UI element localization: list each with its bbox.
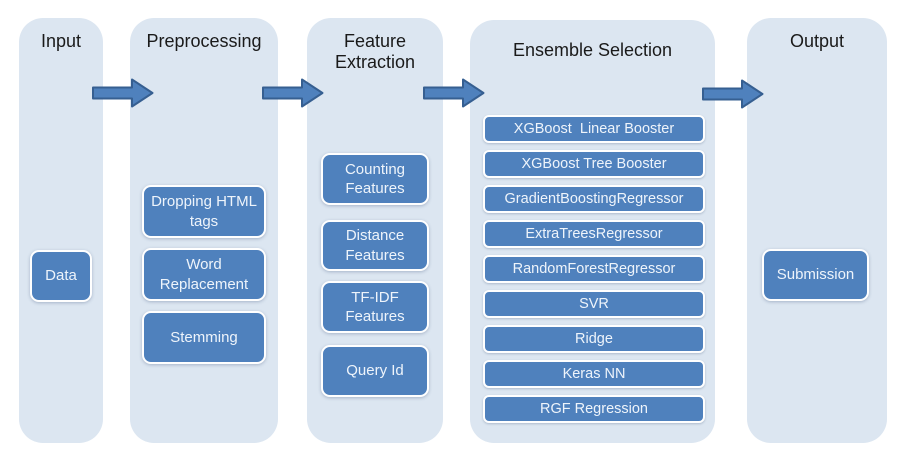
node-random-forest-regressor: RandomForestRegressor [483, 255, 705, 283]
panel-title-ensemble-selection: Ensemble Selection [512, 40, 673, 60]
panel-feature-extraction: Feature Extraction Counting Features Dis… [307, 18, 443, 443]
node-rgf-regression: RGF Regression [483, 395, 705, 423]
node-gradient-boosting-regressor: GradientBoostingRegressor [483, 185, 705, 213]
panel-output: Output Submission [747, 18, 887, 443]
node-svr: SVR [483, 290, 705, 318]
node-distance-features: Distance Features [321, 220, 429, 271]
node-extra-trees-regressor: ExtraTreesRegressor [483, 220, 705, 248]
node-query-id: Query Id [321, 345, 429, 397]
panel-input: Input Data [19, 18, 103, 443]
node-keras-nn: Keras NN [483, 360, 705, 388]
flow-arrow-input-to-preprocessing [92, 78, 154, 108]
panel-preprocessing: Preprocessing Dropping HTML tags Word Re… [130, 18, 278, 443]
panel-ensemble-selection: Ensemble Selection XGBoost Linear Booste… [470, 20, 715, 443]
panel-title-feature-extraction: Feature Extraction [334, 31, 416, 73]
node-data: Data [30, 250, 92, 302]
flow-arrow-preprocessing-to-feature-extraction [262, 78, 324, 108]
panel-title-preprocessing: Preprocessing [146, 31, 262, 51]
node-counting-features: Counting Features [321, 153, 429, 205]
ensemble-model-list: XGBoost Linear Booster XGBoost Tree Boos… [483, 115, 705, 423]
node-xgboost-linear-booster: XGBoost Linear Booster [483, 115, 705, 143]
node-xgboost-tree-booster: XGBoost Tree Booster [483, 150, 705, 178]
node-submission: Submission [762, 249, 869, 301]
panel-title-input: Input [40, 31, 82, 51]
flow-arrow-ensemble-to-output [702, 79, 764, 109]
node-stemming: Stemming [142, 311, 266, 364]
node-dropping-html-tags: Dropping HTML tags [142, 185, 266, 238]
node-word-replacement: Word Replacement [142, 248, 266, 301]
flow-arrow-feature-extraction-to-ensemble [423, 78, 485, 108]
node-tfidf-features: TF-IDF Features [321, 281, 429, 333]
node-ridge: Ridge [483, 325, 705, 353]
panel-title-output: Output [789, 31, 845, 51]
